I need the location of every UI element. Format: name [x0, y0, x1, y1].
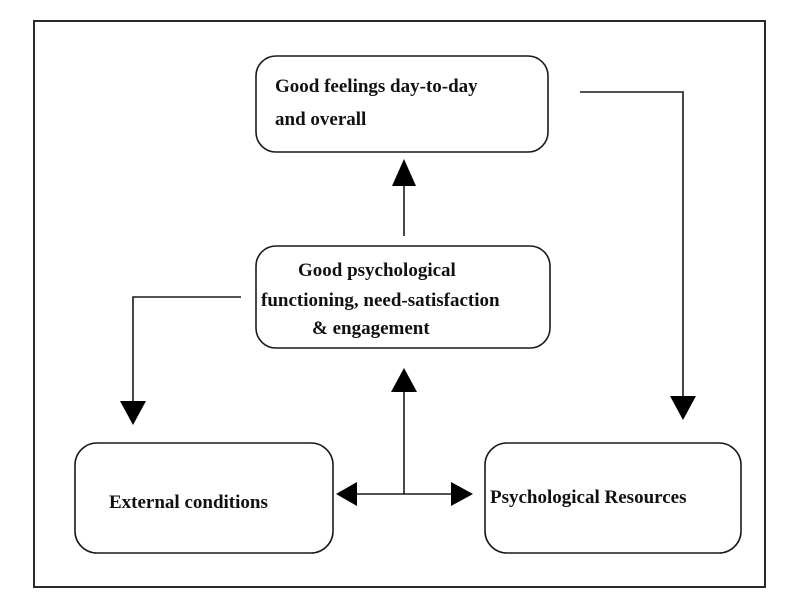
node-external-conditions-box: [74, 442, 334, 554]
arrow-functioning-to-external-head: [120, 401, 146, 425]
junction-arrowhead-up: [391, 368, 417, 392]
node-psychological-resources: Psychological Resources: [484, 442, 742, 554]
arrow-functioning-to-feelings: [392, 159, 416, 236]
node-psychological-resources-box: [484, 442, 742, 554]
node-good-feelings-line-2: and overall: [275, 109, 366, 130]
arrow-feelings-to-resources-head: [670, 396, 696, 420]
diagram-frame: [33, 20, 766, 588]
node-good-feelings-line-1: Good feelings day-to-day: [275, 76, 478, 97]
node-external-conditions: External conditions: [74, 442, 334, 554]
node-psychological-functioning-line-1: Good psychological: [298, 260, 456, 281]
arrow-feelings-to-resources: [580, 91, 696, 420]
arrow-junction-bidirectional: [336, 368, 473, 506]
arrow-functioning-to-feelings-head: [392, 159, 416, 186]
node-psychological-functioning: Good psychological functioning, need-sat…: [255, 245, 551, 349]
arrow-functioning-to-external-line: [132, 296, 241, 403]
node-good-feelings-box: [255, 55, 549, 153]
junction-arrowhead-right: [451, 482, 473, 506]
node-external-conditions-label: External conditions: [109, 492, 268, 513]
node-psychological-resources-label: Psychological Resources: [490, 487, 687, 508]
arrow-functioning-to-external: [120, 296, 241, 425]
node-good-feelings: Good feelings day-to-day and overall: [255, 55, 549, 153]
arrow-feelings-to-resources-line: [580, 91, 684, 398]
node-psychological-functioning-box: [255, 245, 551, 349]
node-psychological-functioning-line-2: functioning, need-satisfaction: [261, 290, 500, 311]
node-psychological-functioning-line-3: & engagement: [312, 318, 430, 339]
junction-arrowhead-left: [336, 482, 357, 506]
